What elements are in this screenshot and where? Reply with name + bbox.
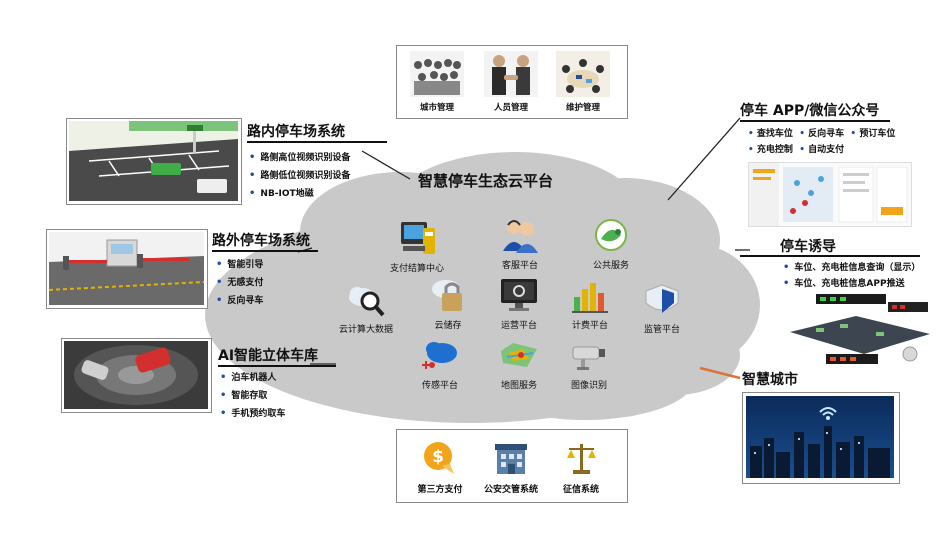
camera-icon [569, 335, 609, 375]
meeting-icon [556, 51, 610, 97]
ai-garage-title-underline [218, 365, 336, 367]
list-item: 路侧低位视频识别设备 [249, 167, 350, 185]
smart-city-photo [746, 396, 894, 478]
list-item: 自动支付 [808, 145, 845, 155]
service-payment-center: 支付结算中心 [377, 218, 457, 274]
supervision-shield-icon [642, 279, 682, 319]
guide-title-underline [740, 255, 920, 257]
coin-payment-icon: $ [422, 440, 458, 476]
top-item-personnel-management: 人员管理 [484, 51, 538, 113]
service-operations: 运营平台 [479, 275, 559, 331]
service-bigdata: 云计算大数据 [326, 279, 406, 335]
top-item-maintenance-management: 维护管理 [556, 51, 610, 113]
list-item: 智能存取 [220, 387, 285, 405]
payment-terminal-icon [397, 218, 437, 258]
app-feature-list: • 查找车位 • 反向寻车 • 预订车位 • 充电控制 • 自动支付 [748, 129, 896, 155]
smart-city-panel-title: 智慧城市 [742, 372, 798, 388]
onstreet-feature-list: 路侧高位视频识别设备 路侧低位视频识别设备 NB-IOT地磁 [249, 149, 350, 203]
connector-line-onstreet [361, 150, 411, 180]
offstreet-parking-illustration [49, 232, 204, 305]
service-image-recognition: 图像识别 [549, 335, 629, 391]
svg-text:$: $ [432, 447, 444, 467]
list-item: 车位、充电桩信息查询（显示） [783, 260, 920, 276]
offstreet-panel-title: 路外停车场系统 [212, 233, 310, 249]
list-item: 反向寻车 [216, 292, 263, 310]
service-map: 地图服务 [479, 335, 559, 391]
list-item: 反向寻车 [808, 129, 845, 139]
ai-garage-panel-title: AI智能立体车库 [218, 348, 319, 364]
list-item: 车位、充电桩信息APP推送 [783, 276, 920, 292]
list-item: 手机预约取车 [220, 405, 285, 423]
list-item: 充电控制 [756, 145, 793, 155]
bottom-item-third-party-payment: $ 第三方支付 [395, 440, 485, 495]
cloud-storage-icon [428, 275, 468, 315]
guide-panel-title: 停车诱导 [780, 239, 836, 255]
customer-service-icon [500, 215, 540, 255]
app-screenshot [748, 162, 912, 227]
public-service-icon [591, 215, 631, 255]
guide-feature-list: 车位、充电桩信息查询（显示） 车位、充电桩信息APP推送 [783, 260, 920, 292]
ai-garage-feature-list: 泊车机器人 智能存取 手机预约取车 [220, 369, 285, 423]
list-item: 无感支付 [216, 274, 263, 292]
app-title-underline [740, 120, 890, 122]
handshake-icon [484, 51, 538, 97]
bottom-item-police-traffic: 公安交管系统 [466, 440, 556, 495]
list-item: 预订车位 [859, 129, 896, 139]
service-billing: 计费平台 [550, 275, 630, 331]
list-item: NB-IOT地磁 [249, 185, 350, 203]
offstreet-feature-list: 智能引导 无感支付 反向寻车 [216, 256, 263, 310]
service-sensor: 传感平台 [400, 335, 480, 391]
guidance-devices-image [786, 292, 934, 370]
list-item: 智能引导 [216, 256, 263, 274]
service-customer-platform: 客服平台 [480, 215, 560, 271]
cloud-bigdata-icon [346, 279, 386, 319]
bottom-item-credit-system: 征信系统 [536, 440, 626, 495]
crowd-icon [410, 51, 464, 97]
list-item: 路侧高位视频识别设备 [249, 149, 350, 167]
app-panel-title: 停车 APP/微信公众号 [740, 103, 880, 119]
sensor-cloud-icon [420, 335, 460, 375]
scales-icon [563, 440, 599, 476]
police-building-icon [493, 440, 529, 476]
onstreet-panel-title: 路内停车场系统 [247, 124, 345, 140]
onstreet-title-underline [247, 141, 387, 143]
top-item-city-management: 城市管理 [410, 51, 464, 113]
connector-line-app [667, 117, 741, 201]
map-icon [499, 335, 539, 375]
service-cloud-storage: 云储存 [408, 275, 488, 331]
list-item: 查找车位 [756, 129, 793, 139]
service-public: 公共服务 [571, 215, 651, 271]
ai-garage-photo [64, 341, 208, 409]
offstreet-title-underline [212, 250, 318, 252]
connector-line-city [699, 366, 741, 380]
cloud-title: 智慧停车生态云平台 [418, 172, 554, 190]
service-supervision: 监管平台 [622, 279, 702, 335]
billing-chart-icon [570, 275, 610, 315]
onstreet-parking-illustration [69, 121, 238, 201]
list-item: 泊车机器人 [220, 369, 285, 387]
operations-monitor-icon [499, 275, 539, 315]
